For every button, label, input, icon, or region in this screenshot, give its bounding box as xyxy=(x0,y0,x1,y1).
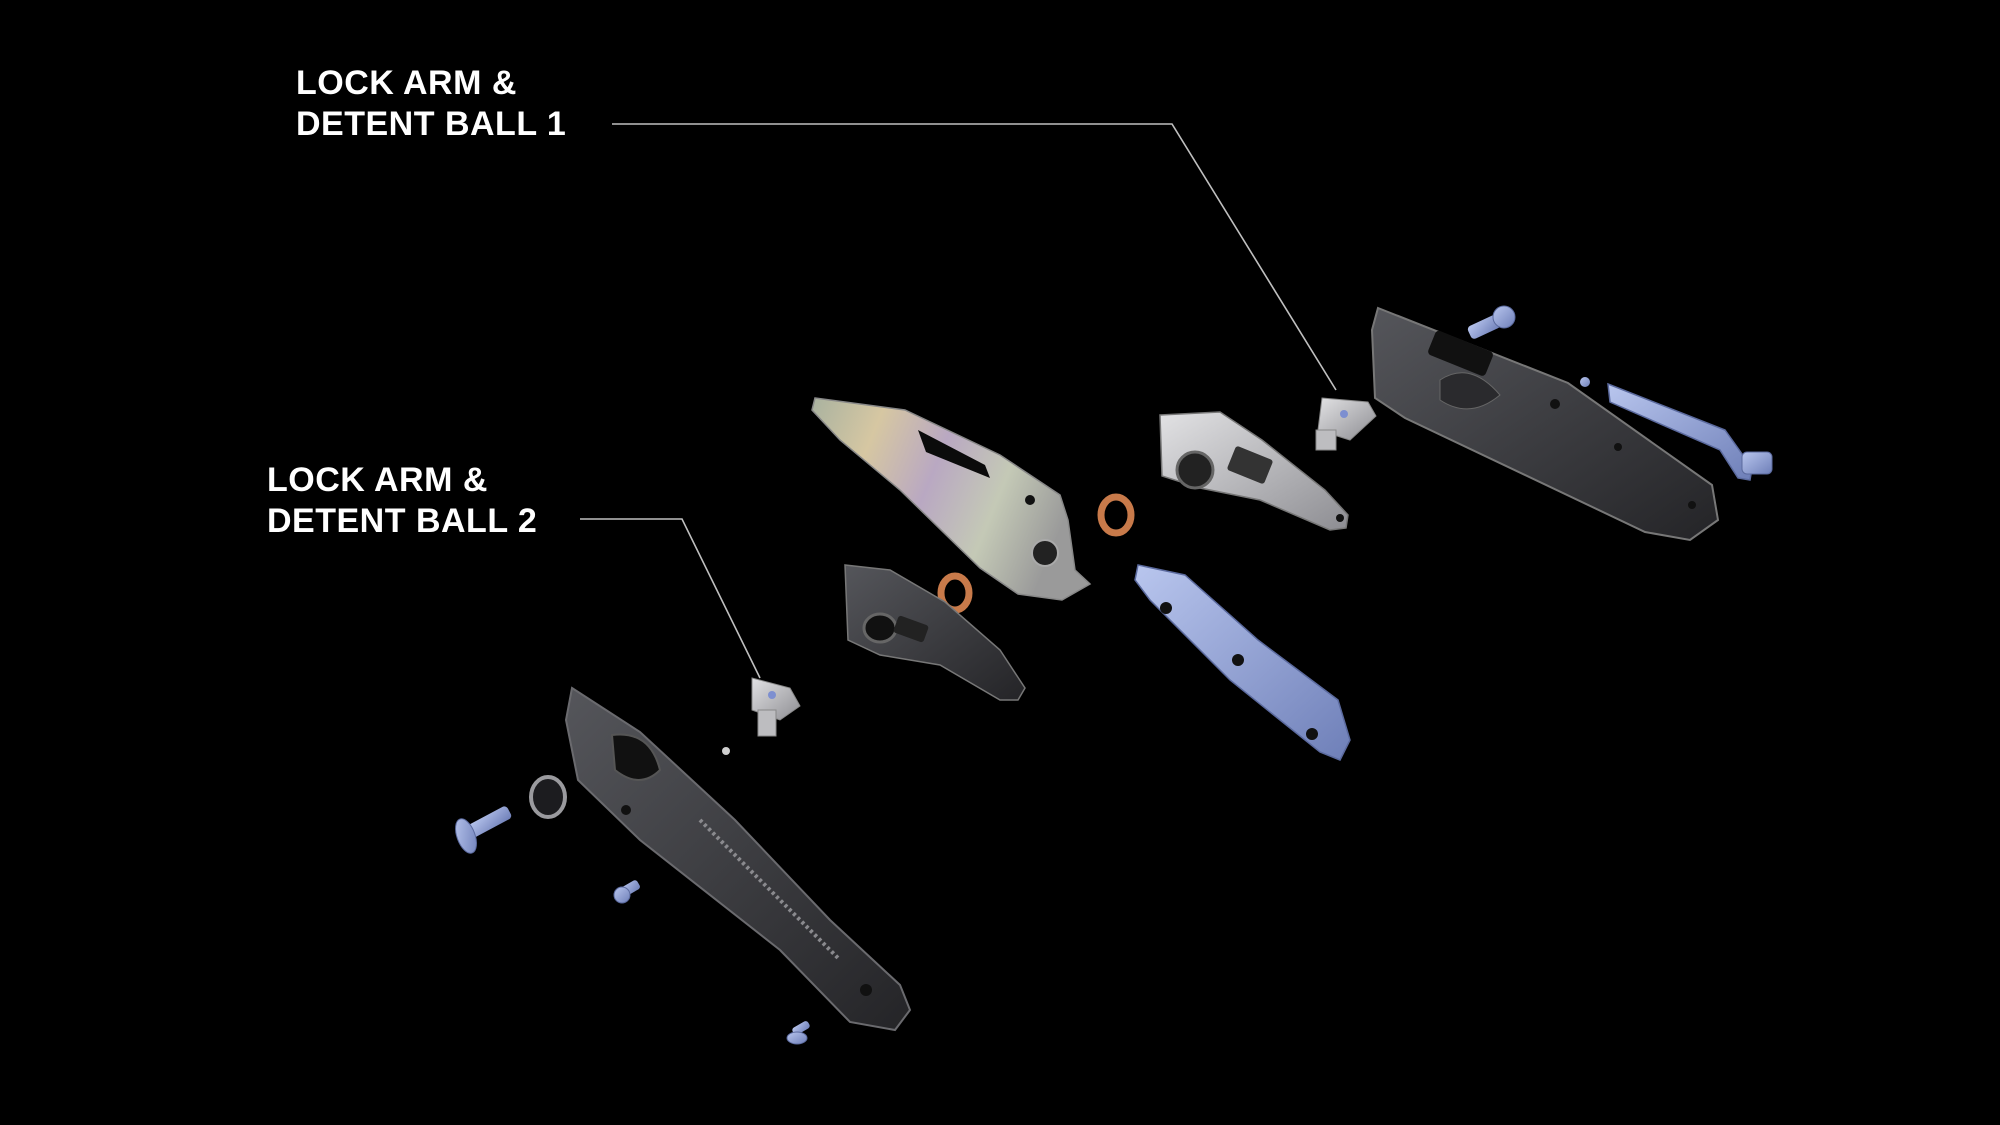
callout-label-2-line-2: DETENT BALL 2 xyxy=(267,502,538,540)
lock-arm-detent-ball-1 xyxy=(1315,397,1377,451)
bronze-washer-front xyxy=(1097,493,1135,537)
callout-label-1-line-1: LOCK ARM & xyxy=(296,64,517,102)
small-screw-top xyxy=(1580,377,1590,387)
titanium-spacer-bar xyxy=(1134,564,1351,761)
tail-screw xyxy=(786,1021,810,1045)
pivot-washer xyxy=(529,775,567,819)
callout-label-lock-arm-2: LOCK ARM & DETENT BALL 2 xyxy=(267,460,537,542)
front-liner xyxy=(844,564,1026,701)
blade xyxy=(811,397,1092,601)
leader-line-1 xyxy=(612,123,1337,391)
handle-screw xyxy=(613,880,640,904)
lock-arm-detent-ball-2 xyxy=(751,677,801,737)
callout-label-1-line-2: DETENT BALL 1 xyxy=(296,105,567,143)
front-handle-scale xyxy=(564,686,912,1032)
callout-label-lock-arm-1: LOCK ARM & DETENT BALL 1 xyxy=(296,63,566,145)
liner-lock-frame xyxy=(1159,411,1349,531)
pivot-screw-top xyxy=(1467,305,1516,339)
rear-handle-scale xyxy=(1370,306,1720,542)
leader-line-2 xyxy=(580,518,761,679)
pocket-clip xyxy=(1607,382,1773,481)
pivot-screw-bottom xyxy=(455,806,512,854)
detent-ball xyxy=(722,747,730,755)
callout-label-2-line-1: LOCK ARM & xyxy=(267,461,488,499)
